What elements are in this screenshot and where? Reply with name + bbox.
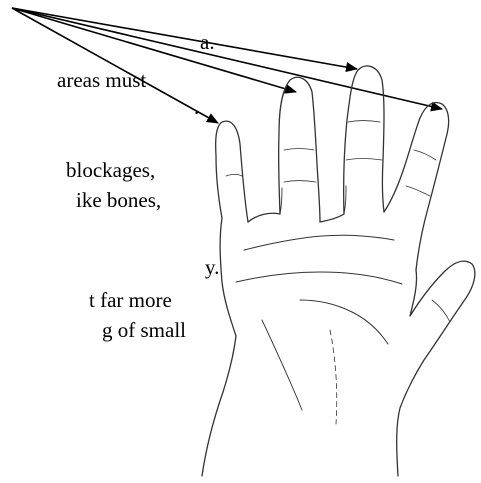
- arrow-to-index-finger: [12, 8, 442, 109]
- pointer-arrows: [12, 8, 442, 123]
- hand-outline: [202, 66, 475, 476]
- arrow-to-little-finger: [12, 8, 218, 123]
